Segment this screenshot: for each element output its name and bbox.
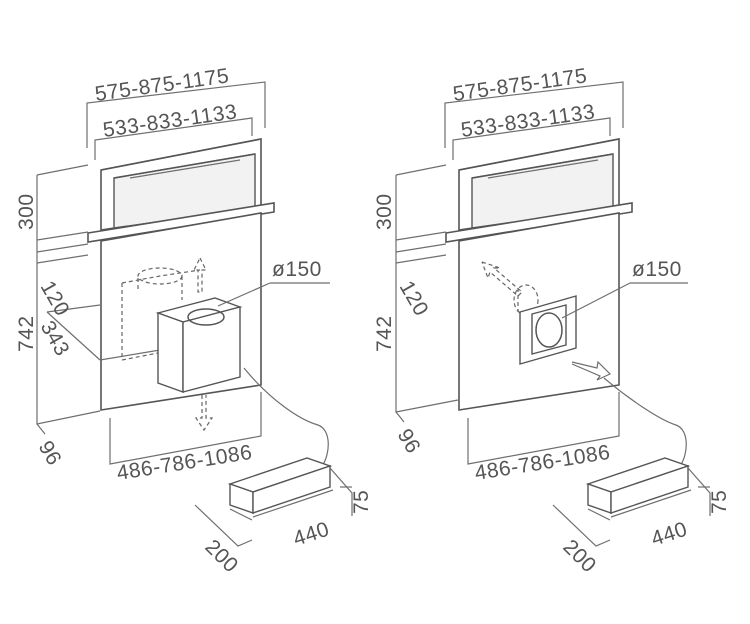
dimension-lines-base (109, 392, 262, 465)
dim-base-width: 486-786-1086 (115, 441, 254, 485)
dimension-lines-top (86, 81, 266, 160)
view-right: 575-875-1175 533-833-1133 300 120 742 96 (373, 64, 731, 577)
diameter-leader (217, 282, 330, 307)
dimension-lines-side-right (395, 164, 459, 423)
cable (243, 367, 329, 467)
dim-diameter: ø150 (272, 258, 322, 281)
dim-offset: 343 (36, 317, 74, 360)
dim-height-body: 742 (15, 315, 38, 352)
external-motor (194, 457, 353, 547)
dim-height-body-right: 742 (373, 315, 396, 352)
airflow-arrow-right (571, 360, 612, 381)
duct-dashed (121, 257, 214, 432)
dim-outer-width: 575-875-1175 (93, 64, 230, 106)
motor-box (155, 297, 243, 393)
diameter-leader-right (561, 282, 688, 319)
dim-motor-length: 440 (290, 518, 332, 551)
dim-outer-width-right: 575-875-1175 (451, 64, 588, 106)
dimension-lines-side (36, 164, 161, 435)
motor-plate (519, 295, 577, 365)
external-motor-right (552, 457, 711, 547)
dim-inner-width: 533-833-1133 (101, 100, 238, 142)
dimension-lines-top-right (444, 81, 624, 160)
dim-depth-top-right: 120 (395, 277, 433, 320)
hood-top (87, 138, 275, 243)
dim-motor-height-right: 75 (708, 490, 731, 514)
dim-depth-top: 120 (36, 277, 74, 320)
dim-motor-depth-right: 200 (558, 535, 600, 577)
dim-motor-length-right: 440 (648, 518, 690, 551)
dim-inner-width-right: 533-833-1133 (459, 100, 596, 142)
dim-base-width-right: 486-786-1086 (473, 441, 612, 485)
cable-right (603, 377, 687, 467)
dim-motor-height: 75 (350, 490, 373, 514)
dim-diameter-right: ø150 (632, 258, 682, 281)
dimension-lines-base-right (467, 392, 620, 465)
dim-motor-depth: 200 (200, 535, 242, 577)
dim-base-depth-right: 96 (393, 425, 425, 458)
hood-top-right (445, 138, 633, 243)
view-left: 575-875-1175 533-833-1133 300 120 74 (15, 64, 373, 577)
dim-height-top: 300 (15, 193, 38, 230)
dim-base-depth: 96 (34, 437, 66, 470)
dim-height-top-right: 300 (373, 193, 396, 230)
